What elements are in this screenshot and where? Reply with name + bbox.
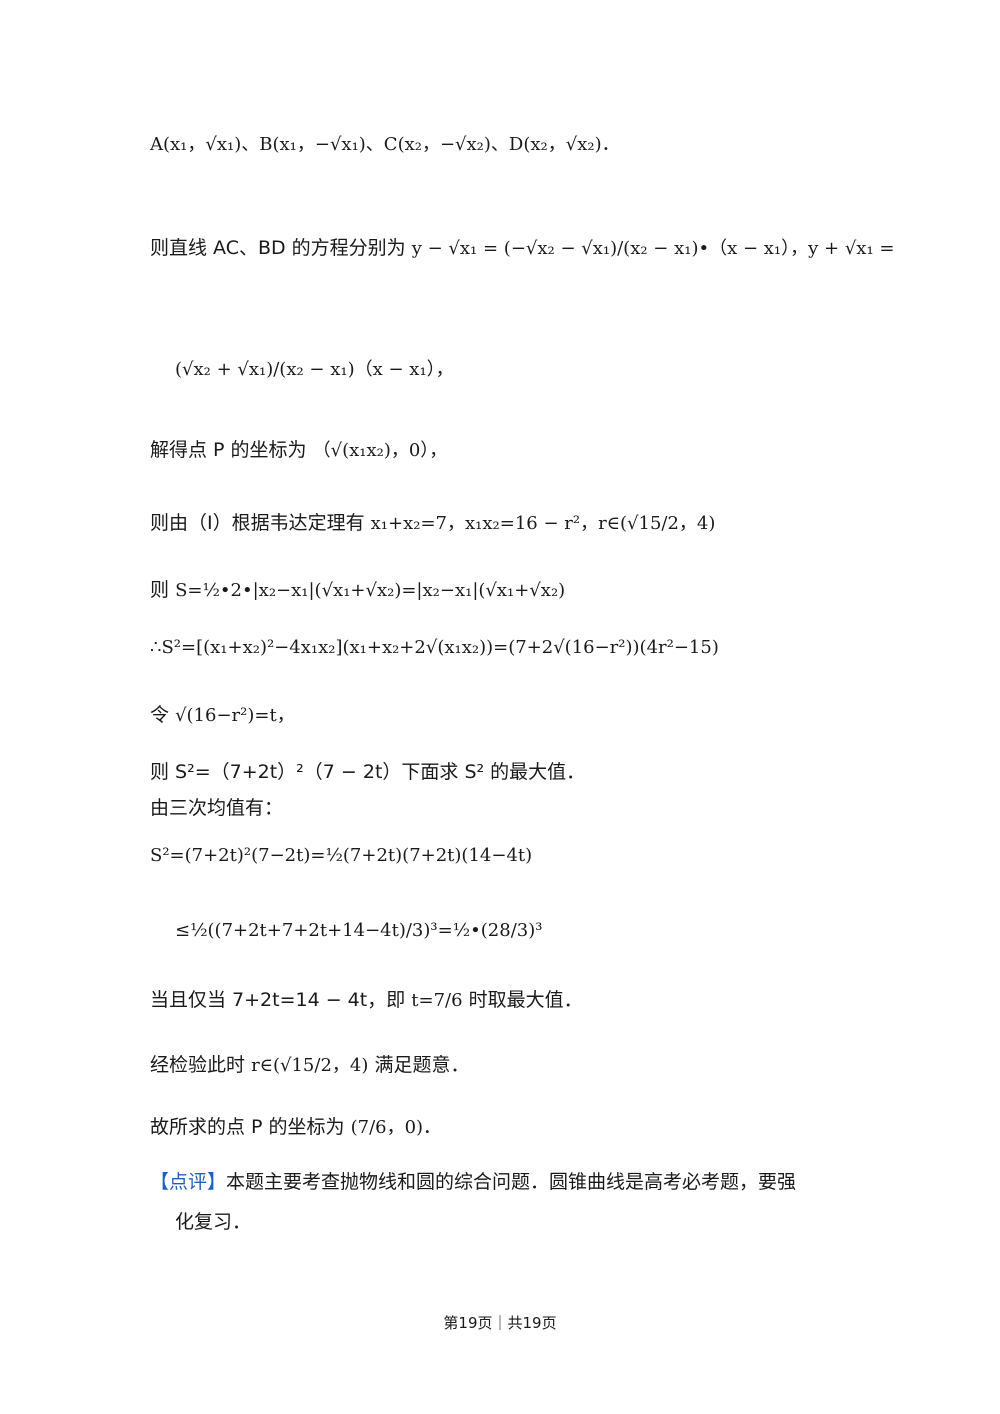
line-check-text: 经检验此时	[150, 1054, 246, 1076]
comment-line-1: 【点评】本题主要考查抛物线和圆的综合问题．圆锥曲线是高考必考题，要强	[150, 1167, 796, 1194]
line-answer-math: (7/6，0)．	[350, 1117, 442, 1138]
line-expansion: S²=(7+2t)²(7−2t)=½(7+2t)(7+2t)(14−4t)	[150, 845, 533, 866]
line-check-tail: 满足题意．	[374, 1054, 470, 1076]
line-substitution: 令 √(16−r²)=t，	[150, 700, 295, 727]
line-s-squared: ∴S²=[(x₁+x₂)²−4x₁x₂](x₁+x₂+2√(x₁x₂))=(7+…	[150, 637, 719, 658]
line-substitution-text: 令	[150, 704, 170, 726]
comment-line-2: 化复习．	[175, 1211, 252, 1233]
line-equality-case: 当且仅当 7+2t=14 − 4t，即 t=7/6 时取最大值．	[150, 985, 583, 1012]
line-answer: 故所求的点 P 的坐标为 (7/6，0)．	[150, 1112, 441, 1139]
line-equality-case-math: t=7/6	[411, 990, 463, 1011]
line-vieta-math: x₁+x₂=7，x₁x₂=16 − r²，r∈(√15/2，4)	[370, 513, 716, 534]
line-area-math: S=½•2•|x₂−x₁|(√x₁+√x₂)=|x₂−x₁|(√x₁+√x₂)	[175, 580, 566, 601]
line-equations: 则直线 AC、BD 的方程分别为 y − √x₁ = (−√x₂ − √x₁)/…	[150, 233, 894, 260]
page-footer: 第19页｜共19页	[443, 1314, 557, 1332]
comment-tag: 【点评】	[150, 1171, 227, 1193]
line-area-text: 则	[150, 579, 170, 601]
line-area: 则 S=½•2•|x₂−x₁|(√x₁+√x₂)=|x₂−x₁|(√x₁+√x₂…	[150, 575, 565, 602]
line-check-math: r∈(√15/2，4)	[251, 1055, 369, 1076]
line-vieta-text: 则由（I）根据韦达定理有	[150, 512, 365, 534]
line-equation-bd: (√x₂ + √x₁)/(x₂ − x₁)（x − x₁），	[175, 359, 454, 380]
line-check: 经检验此时 r∈(√15/2，4) 满足题意．	[150, 1050, 469, 1077]
line-vieta: 则由（I）根据韦达定理有 x₁+x₂=7，x₁x₂=16 − r²，r∈(√15…	[150, 508, 715, 535]
line-equations-math: y − √x₁ = (−√x₂ − √x₁)/(x₂ − x₁)•（x − x₁…	[411, 238, 895, 259]
line-point-p-math: （√(x₁x₂)，0），	[312, 440, 448, 461]
line-answer-text: 故所求的点 P 的坐标为	[150, 1116, 345, 1138]
comment-text-1: 本题主要考查抛物线和圆的综合问题．圆锥曲线是高考必考题，要强	[226, 1171, 797, 1193]
line-inequality: ≤½((7+2t+7+2t+14−4t)/3)³=½•(28/3)³	[175, 920, 543, 941]
line-point-p: 解得点 P 的坐标为 （√(x₁x₂)，0），	[150, 435, 447, 462]
line-amgm-intro: 由三次均值有：	[150, 797, 284, 819]
line-equality-case-tail: 时取最大值．	[468, 989, 583, 1011]
line-max-problem: 则 S²=（7+2t）²（7 − 2t）下面求 S² 的最大值．	[150, 761, 586, 783]
line-substitution-math: √(16−r²)=t，	[175, 705, 295, 726]
line-equations-text: 则直线 AC、BD 的方程分别为	[150, 237, 406, 259]
line-equality-case-text: 当且仅当 7+2t=14 − 4t，即	[150, 989, 406, 1011]
line-point-p-text: 解得点 P 的坐标为	[150, 439, 307, 461]
line-points: A(x₁，√x₁)、B(x₁，−√x₁)、C(x₂，−√x₂)、D(x₂，√x₂…	[150, 134, 620, 155]
